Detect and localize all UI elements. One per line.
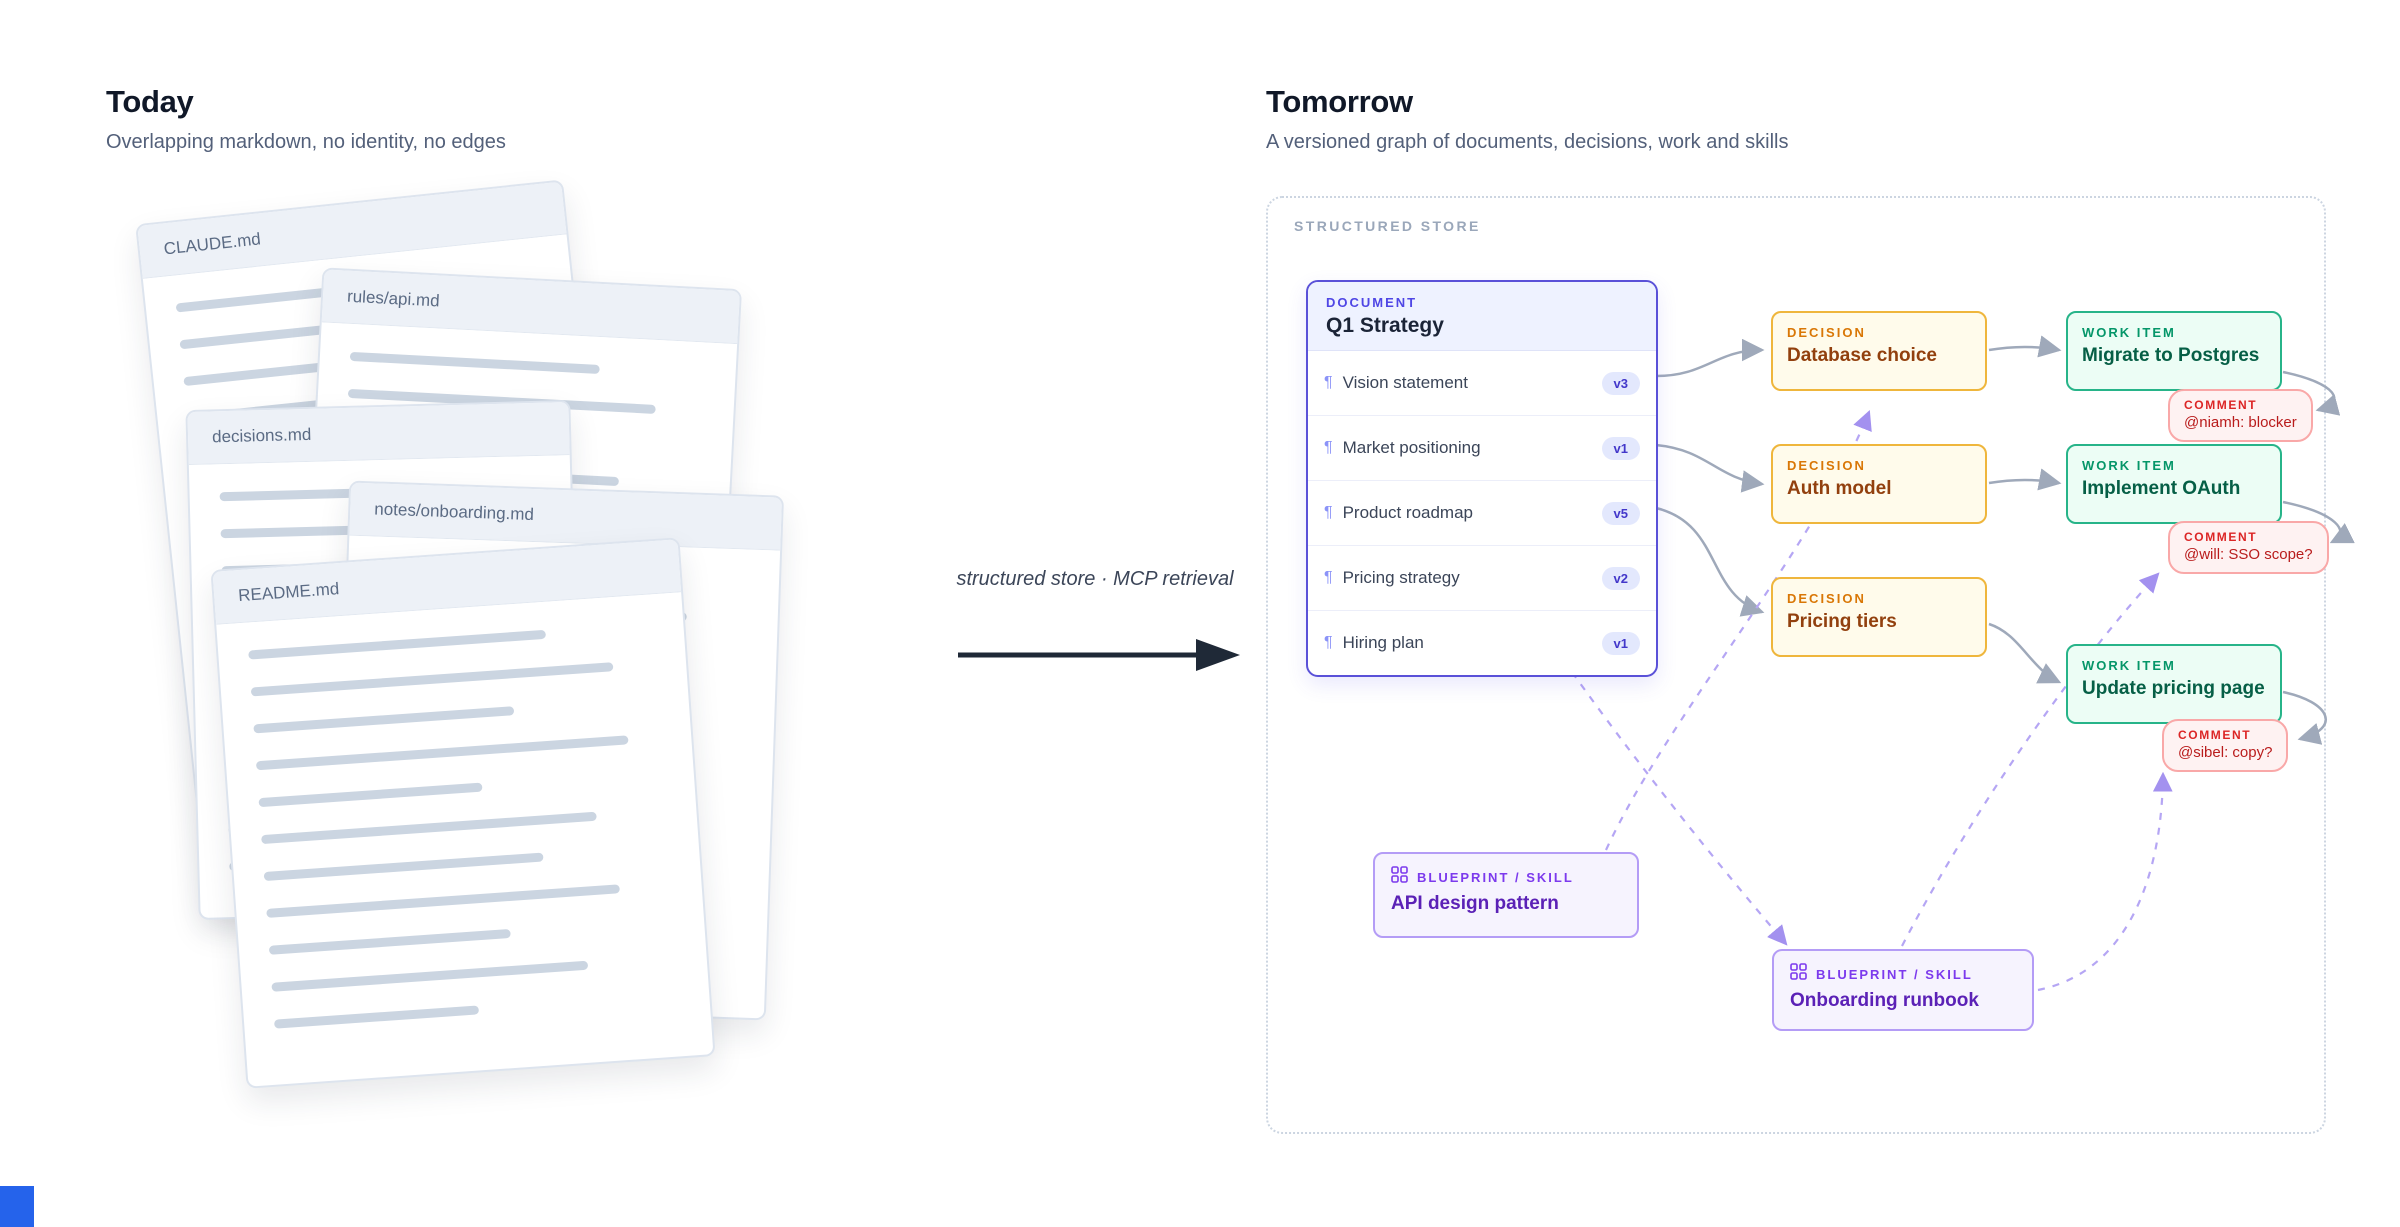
transform-caption: structured store · MCP retrieval (956, 568, 1234, 590)
today-subtitle: Overlapping markdown, no identity, no ed… (106, 131, 506, 153)
today-header: Today Overlapping markdown, no identity,… (106, 84, 506, 154)
blueprint-title: Onboarding runbook (1790, 990, 1979, 1011)
paper-lines (216, 592, 709, 1031)
work-item-title: Migrate to Postgres (2082, 345, 2260, 366)
work-item-card-update-pricing-page: WORK ITEM Update pricing page (2066, 644, 2282, 724)
document-section-row: ¶ Vision statement v3 (1308, 351, 1656, 415)
structured-store-panel (1266, 196, 2326, 1134)
tomorrow-header: Tomorrow A versioned graph of documents,… (1266, 84, 1789, 154)
section-name: Hiring plan (1342, 633, 1424, 652)
section-name: Market positioning (1342, 438, 1481, 457)
today-heading: Today (106, 84, 194, 119)
decision-card-auth-model: DECISION Auth model (1771, 444, 1987, 524)
decision-type-label: DECISION (1787, 325, 1866, 340)
structured-store-label: STRUCTURED STORE (1294, 218, 1481, 234)
version-badge: v2 (1601, 566, 1640, 590)
decision-title: Auth model (1787, 478, 1892, 499)
comment-badge-sibel: COMMENT @sibel: copy? (2162, 719, 2289, 772)
section-name: Vision statement (1342, 373, 1468, 392)
grid-icon (1391, 866, 1408, 888)
document-card-header: DOCUMENT Q1 Strategy (1308, 282, 1656, 351)
blueprint-title: API design pattern (1391, 893, 1559, 914)
work-item-type-label: WORK ITEM (2082, 458, 2176, 473)
section-name: Product roadmap (1342, 503, 1473, 522)
document-type-label: DOCUMENT (1326, 295, 1418, 310)
comment-type-label: COMMENT (2184, 398, 2258, 412)
decision-type-label: DECISION (1787, 591, 1866, 606)
decision-card-database-choice: DECISION Database choice (1771, 311, 1987, 391)
comment-text: @niamh: blocker (2184, 414, 2297, 431)
work-item-card-implement-oauth: WORK ITEM Implement OAuth (2066, 444, 2282, 524)
version-badge: v5 (1601, 501, 1640, 525)
comment-badge-will: COMMENT @will: SSO scope? (2168, 521, 2329, 574)
tomorrow-heading: Tomorrow (1266, 84, 1413, 119)
work-item-type-label: WORK ITEM (2082, 658, 2176, 673)
version-badge: v3 (1601, 371, 1640, 395)
document-section-row: ¶ Hiring plan v1 (1308, 610, 1656, 675)
corner-accent (0, 1186, 34, 1227)
comment-type-label: COMMENT (2184, 530, 2258, 544)
pilcrow-icon: ¶ (1324, 569, 1333, 586)
comment-text: @will: SSO scope? (2184, 546, 2313, 563)
decision-type-label: DECISION (1787, 458, 1866, 473)
tomorrow-subtitle: A versioned graph of documents, decision… (1266, 131, 1789, 153)
section-name: Pricing strategy (1342, 568, 1460, 587)
pilcrow-icon: ¶ (1324, 374, 1333, 391)
blueprint-card-onboarding-runbook: BLUEPRINT / SKILL Onboarding runbook (1772, 949, 2034, 1031)
blueprint-card-api-design-pattern: BLUEPRINT / SKILL API design pattern (1373, 852, 1639, 938)
document-section-row: ¶ Pricing strategy v2 (1308, 545, 1656, 610)
grid-icon (1790, 963, 1807, 985)
comment-badge-niamh: COMMENT @niamh: blocker (2168, 389, 2313, 442)
document-title: Q1 Strategy (1326, 314, 1444, 337)
blueprint-type-label: BLUEPRINT / SKILL (1417, 869, 1574, 885)
document-section-row: ¶ Market positioning v1 (1308, 415, 1656, 480)
work-item-title: Implement OAuth (2082, 478, 2241, 499)
document-card: DOCUMENT Q1 Strategy ¶ Vision statement … (1306, 280, 1658, 677)
pilcrow-icon: ¶ (1324, 634, 1333, 651)
comment-type-label: COMMENT (2178, 728, 2252, 742)
version-badge: v1 (1601, 631, 1640, 655)
decision-title: Database choice (1787, 345, 1937, 366)
version-badge: v1 (1601, 436, 1640, 460)
decision-card-pricing-tiers: DECISION Pricing tiers (1771, 577, 1987, 657)
work-item-type-label: WORK ITEM (2082, 325, 2176, 340)
paper-readme: README.md (210, 537, 716, 1089)
pilcrow-icon: ¶ (1324, 439, 1333, 456)
comment-text: @sibel: copy? (2178, 744, 2273, 761)
pilcrow-icon: ¶ (1324, 504, 1333, 521)
blueprint-type-label: BLUEPRINT / SKILL (1816, 966, 1973, 982)
document-section-row: ¶ Product roadmap v5 (1308, 480, 1656, 545)
decision-title: Pricing tiers (1787, 611, 1897, 632)
work-item-card-migrate-postgres: WORK ITEM Migrate to Postgres (2066, 311, 2282, 391)
transform-arrow (958, 639, 1240, 671)
work-item-title: Update pricing page (2082, 678, 2265, 699)
